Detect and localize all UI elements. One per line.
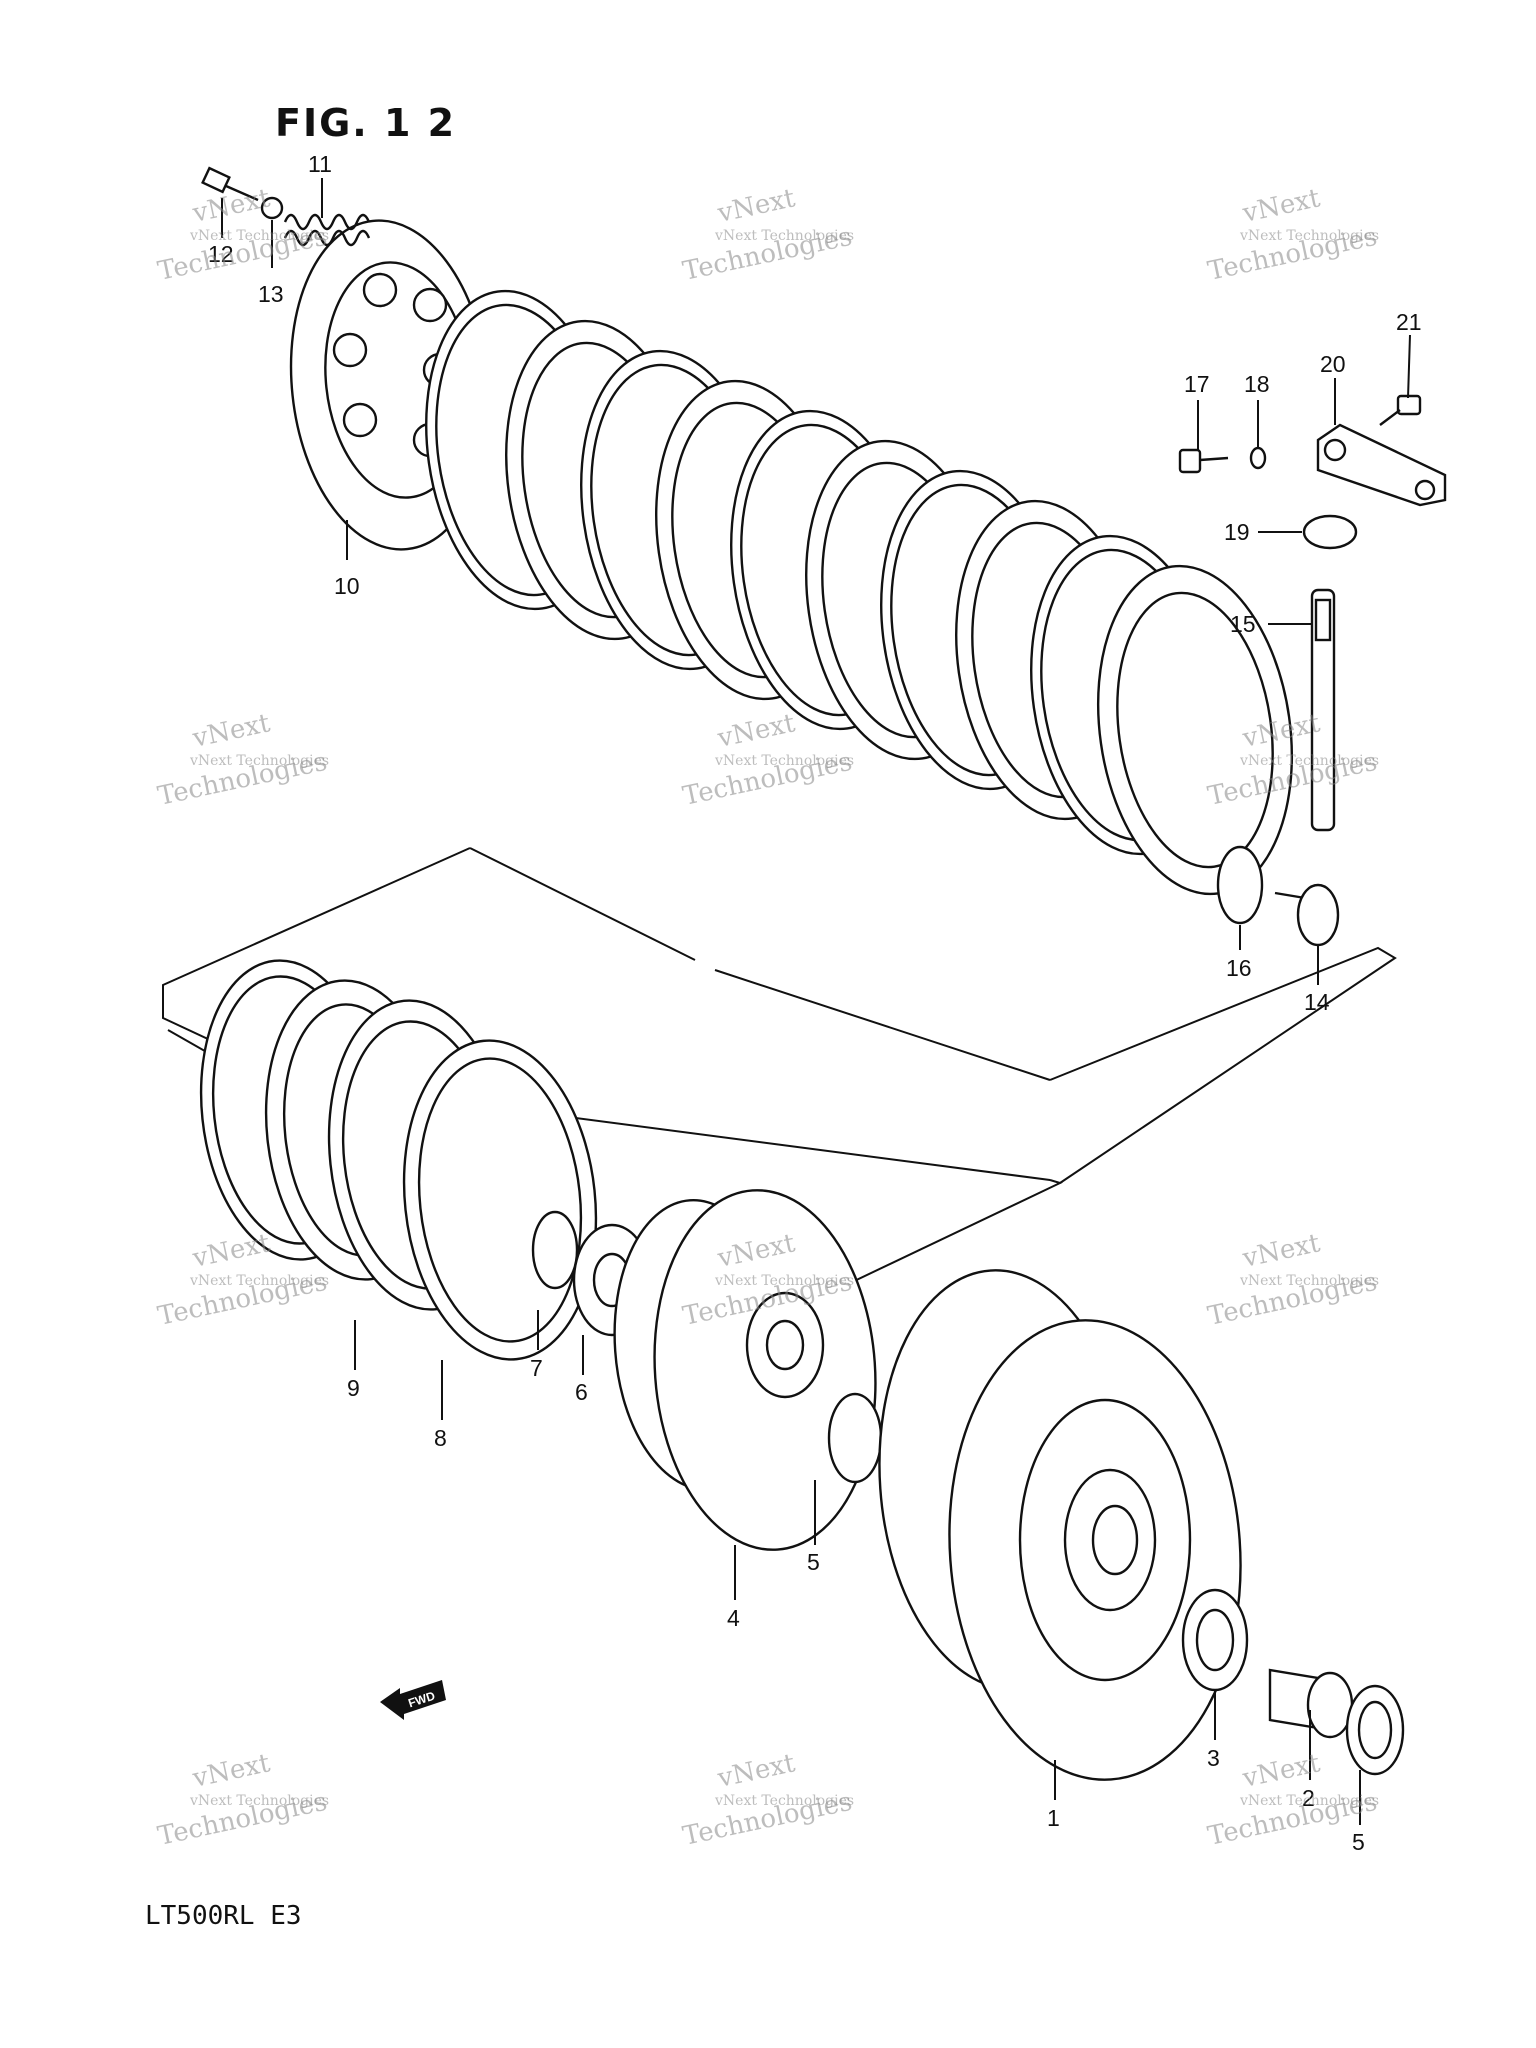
bolt-17 [1178,448,1229,474]
svg-text:vNext Technologies: vNext Technologies [1239,1793,1379,1809]
label-6: 6 [575,1379,588,1405]
svg-text:vNext: vNext [189,183,273,229]
label-5b: 5 [1352,1829,1365,1855]
model-code: LT500RL E3 [145,1901,302,1931]
bolt-21 [1379,394,1422,426]
label-5a: 5 [807,1549,820,1575]
clutch-plates-upper [425,289,1294,896]
label-4: 4 [727,1605,740,1631]
oil-seal-19 [1302,514,1358,550]
svg-text:vNext Technologies: vNext Technologies [189,753,329,769]
label-17: 17 [1184,371,1210,397]
label-18: 18 [1244,371,1270,397]
label-8: 8 [434,1425,447,1451]
svg-text:vNext: vNext [714,708,798,754]
seat-washer-7 [531,1210,579,1290]
washer-18 [1249,446,1267,470]
svg-text:vNext Technologies: vNext Technologies [1239,753,1379,769]
label-19: 19 [1224,519,1250,545]
svg-text:vNext: vNext [1239,1228,1323,1274]
leader-lines [221,178,1411,1825]
svg-text:vNext Technologies: vNext Technologies [1239,228,1379,244]
spacer-2 [1268,1668,1354,1739]
sleeve-hub-4 [613,1189,877,1551]
label-3: 3 [1207,1745,1220,1771]
svg-text:vNext: vNext [189,1748,273,1794]
figure-title: FIG. 1 2 [275,101,456,145]
svg-text:vNext Technologies: vNext Technologies [714,753,854,769]
thrust-washer-5b [1345,1684,1405,1776]
clutch-spring-lower [283,229,371,247]
label-10: 10 [334,573,360,599]
label-9: 9 [347,1375,360,1401]
clutch-spring [283,213,371,231]
needle-bearing-3 [1181,1588,1249,1692]
label-20: 20 [1320,351,1346,377]
group-outline-right [469,847,1397,1184]
svg-text:vNext Technologies: vNext Technologies [1239,1273,1379,1289]
svg-text:vNext Technologies: vNext Technologies [189,228,329,244]
svg-text:vNext Technologies: vNext Technologies [714,228,854,244]
spring-washer [260,196,284,220]
svg-text:vNext: vNext [714,1748,798,1794]
bearing-16 [1216,845,1264,925]
svg-text:vNext Technologies: vNext Technologies [714,1793,854,1809]
label-7: 7 [530,1355,543,1381]
svg-text:vNext Technologies: vNext Technologies [189,1793,329,1809]
svg-text:vNext Technologies: vNext Technologies [714,1273,854,1289]
label-13: 13 [258,281,284,307]
release-arm [1316,423,1447,507]
label-21: 21 [1396,309,1422,335]
label-1: 1 [1047,1805,1060,1831]
release-shaft [1310,588,1336,832]
spring-bolt [201,166,259,202]
svg-text:vNext: vNext [1239,183,1323,229]
part-labels: 11 12 13 10 17 18 20 21 19 15 16 14 9 8 … [208,151,1422,1855]
svg-text:vNext: vNext [714,183,798,229]
label-12: 12 [208,241,234,267]
label-14: 14 [1304,989,1330,1015]
fwd-arrow-icon: FWD [380,1680,446,1720]
label-2: 2 [1302,1785,1315,1811]
svg-text:vNext Technologies: vNext Technologies [189,1273,329,1289]
clutch-housing-1 [878,1269,1242,1781]
label-15: 15 [1230,611,1256,637]
svg-text:vNext: vNext [189,1228,273,1274]
thrust-washer-5a [827,1392,883,1484]
label-16: 16 [1226,955,1252,981]
label-11: 11 [308,151,332,177]
pushrod-14 [1274,883,1340,947]
svg-text:vNext: vNext [189,708,273,754]
